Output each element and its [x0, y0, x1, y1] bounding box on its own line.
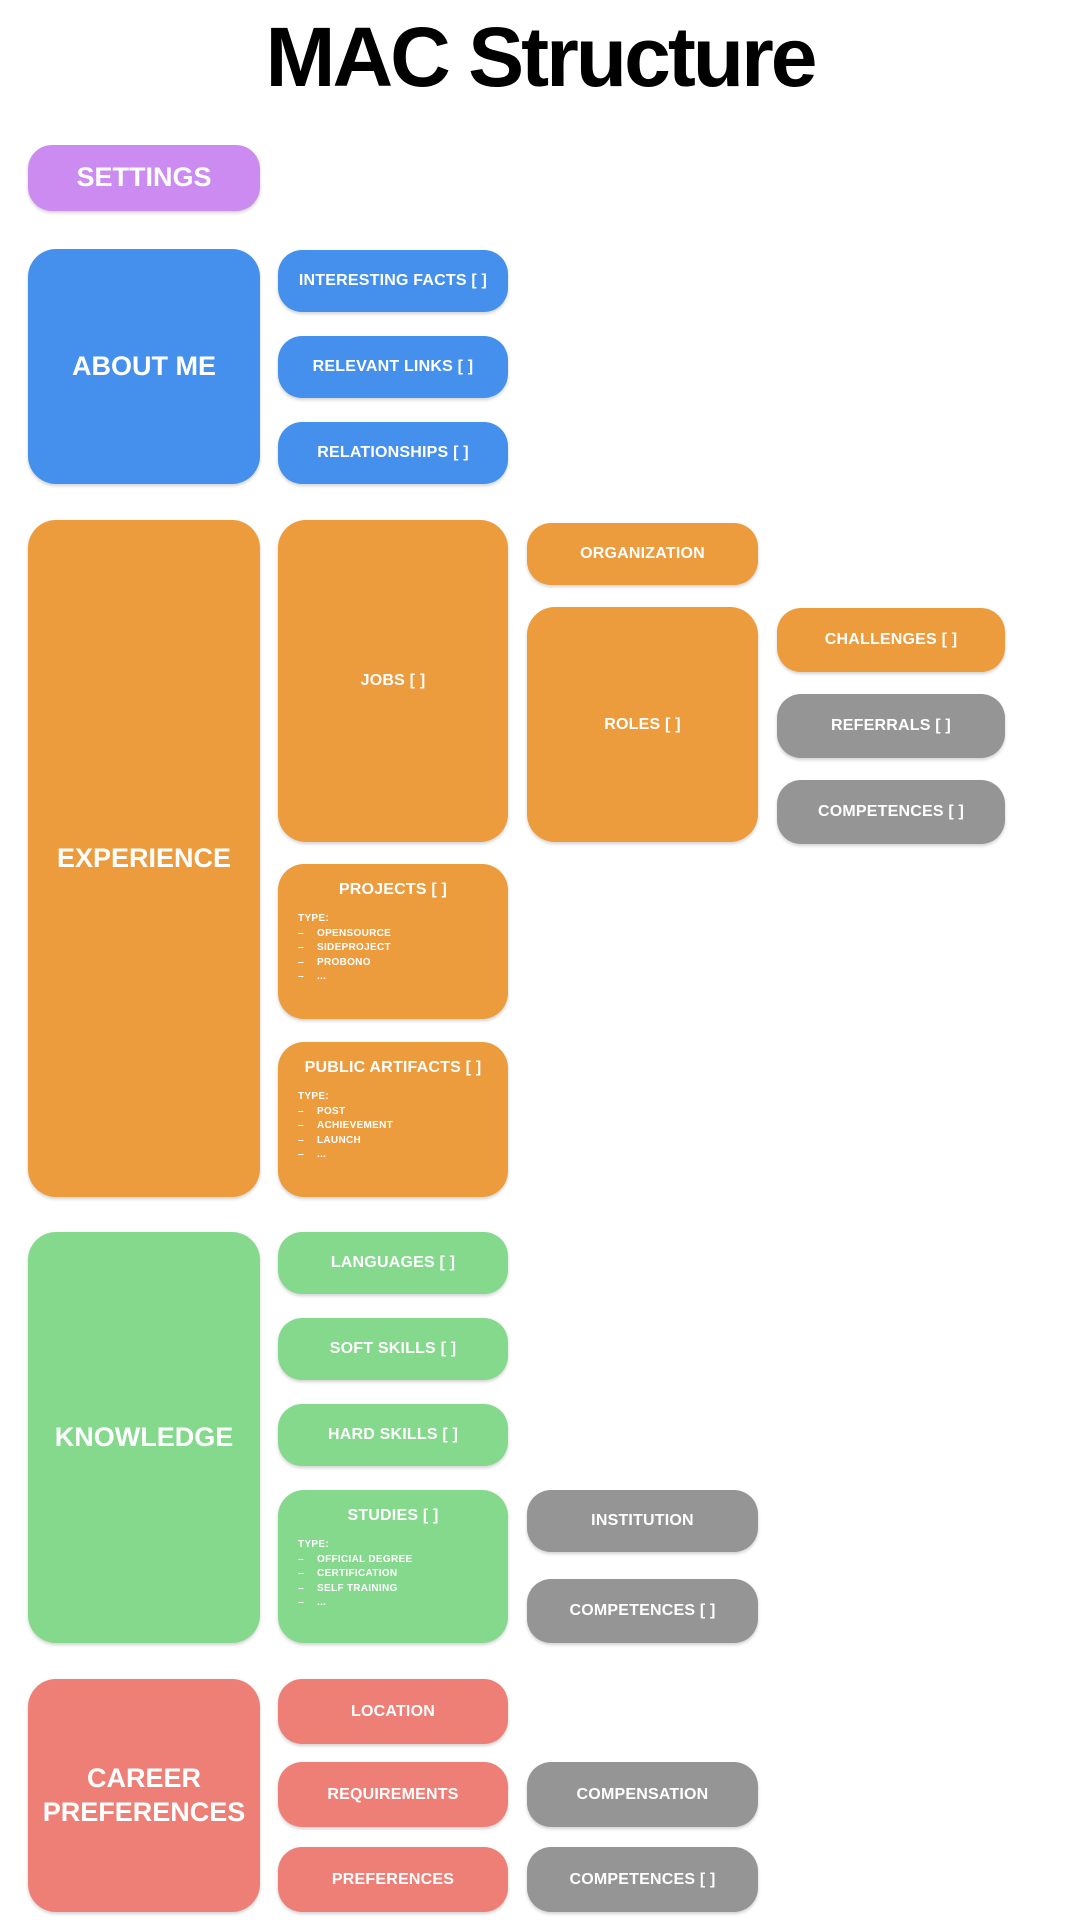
node-label: COMPENSATION — [576, 1785, 709, 1803]
node-knowledge[interactable]: KNOWLEDGE — [28, 1232, 260, 1643]
node-label: COMPETENCES [ ] — [817, 803, 965, 820]
node-label: EXPERIENCE — [56, 842, 232, 873]
node-label: JOBS [ ] — [360, 672, 426, 689]
node-about-me[interactable]: ABOUT ME — [28, 249, 260, 484]
type-item: – LAUNCH — [298, 1134, 494, 1149]
type-list: TYPE: – POST – ACHIEVEMENT – LAUNCH –... — [298, 1090, 494, 1163]
node-challenges[interactable]: CHALLENGES [ ] — [777, 608, 1005, 672]
type-item-label: CERTIFICATION — [317, 1568, 398, 1579]
node-label: COMPETENCES [ ] — [569, 1602, 716, 1619]
bullet-dash: – — [298, 1120, 304, 1131]
type-list-heading: TYPE: — [298, 1091, 329, 1102]
node-label: CAREER PREFERENCES — [42, 1762, 246, 1827]
node-label: INTERESTING FACTS [ ] — [298, 272, 488, 289]
node-label: SOFT SKILLS [ ] — [329, 1340, 457, 1357]
node-label: LANGUAGES [ ] — [330, 1254, 456, 1271]
type-item-label: ... — [317, 1149, 327, 1160]
bullet-dash: – — [298, 971, 304, 982]
node-career-preferences[interactable]: CAREER PREFERENCES — [28, 1679, 260, 1912]
node-label: ABOUT ME — [72, 350, 216, 381]
node-label: PREFERENCES — [331, 1870, 455, 1888]
type-item: – PROBONO — [298, 956, 494, 971]
node-relevant-links[interactable]: RELEVANT LINKS [ ] — [278, 336, 508, 398]
type-item-label: PROBONO — [317, 956, 371, 968]
bullet-dash: – — [298, 1134, 304, 1146]
node-interesting-facts[interactable]: INTERESTING FACTS [ ] — [278, 250, 508, 312]
node-preferences[interactable]: PREFERENCES — [278, 1847, 508, 1912]
node-label: LOCATION — [351, 1702, 435, 1720]
node-public-artifacts[interactable]: PUBLIC ARTIFACTS [ ] TYPE: – POST – ACHIEV… — [278, 1042, 508, 1197]
node-label: RELEVANT LINKS [ ] — [312, 358, 474, 375]
node-roles[interactable]: ROLES [ ] — [527, 607, 758, 842]
type-item-label: LAUNCH — [317, 1134, 362, 1146]
node-label: CHALLENGES [ ] — [824, 631, 958, 648]
type-list-heading: TYPE: — [298, 913, 329, 924]
type-item: – SELF TRAINING — [298, 1582, 494, 1597]
page-title: MAC Structure — [265, 10, 817, 104]
type-item-label: POST — [317, 1105, 346, 1117]
node-label: ROLES [ ] — [604, 715, 681, 733]
node-projects[interactable]: PROJECTS [ ] TYPE: – OPENSOURCE – SIDEPROJ… — [278, 864, 508, 1019]
node-referrals[interactable]: REFERRALS [ ] — [777, 694, 1005, 758]
type-list-heading: TYPE: — [298, 1539, 329, 1550]
node-jobs[interactable]: JOBS [ ] — [278, 520, 508, 842]
node-label: HARD SKILLS [ ] — [327, 1426, 459, 1443]
node-languages[interactable]: LANGUAGES [ ] — [278, 1232, 508, 1294]
node-competences-studies[interactable]: COMPETENCES [ ] — [527, 1579, 758, 1643]
bullet-dash: – — [298, 942, 304, 953]
type-item: – POST — [298, 1105, 494, 1120]
node-soft-skills[interactable]: SOFT SKILLS [ ] — [278, 1318, 508, 1380]
bullet-dash: – — [298, 1582, 304, 1594]
bullet-dash: – — [298, 1597, 304, 1608]
node-experience[interactable]: EXPERIENCE — [28, 520, 260, 1197]
node-organization[interactable]: ORGANIZATION — [527, 523, 758, 585]
node-studies[interactable]: STUDIES [ ] TYPE: – OFFICIAL DEGREE – CERT… — [278, 1490, 508, 1643]
node-label: PROJECTS [ ] — [338, 881, 448, 898]
node-settings[interactable]: SETTINGS — [28, 145, 260, 211]
bullet-dash: – — [298, 1553, 304, 1565]
type-item-label: ACHIEVEMENT — [317, 1120, 394, 1131]
node-hard-skills[interactable]: HARD SKILLS [ ] — [278, 1404, 508, 1466]
node-label: REFERRALS [ ] — [831, 717, 951, 734]
type-item-label: SELF TRAINING — [317, 1582, 398, 1594]
node-location[interactable]: LOCATION — [278, 1679, 508, 1744]
bullet-dash: – — [298, 956, 304, 968]
type-item-label: ... — [317, 971, 327, 982]
node-label: REQUIREMENTS — [327, 1785, 459, 1803]
node-competences-career[interactable]: COMPETENCES [ ] — [527, 1847, 758, 1912]
type-item: –... — [298, 970, 494, 985]
node-requirements[interactable]: REQUIREMENTS — [278, 1762, 508, 1827]
type-list: TYPE: – OFFICIAL DEGREE – CERTIFICATION – S… — [298, 1538, 494, 1611]
type-item-label: OFFICIAL DEGREE — [317, 1553, 413, 1565]
node-label: STUDIES [ ] — [347, 1507, 439, 1524]
node-competences-roles[interactable]: COMPETENCES [ ] — [777, 780, 1005, 844]
type-item: – SIDEPROJECT — [298, 941, 494, 956]
type-item-label: SIDEPROJECT — [317, 942, 391, 953]
node-compensation[interactable]: COMPENSATION — [527, 1762, 758, 1827]
node-label: COMPETENCES [ ] — [569, 1870, 716, 1888]
node-relationships[interactable]: RELATIONSHIPS [ ] — [278, 422, 508, 484]
type-item-label: ... — [317, 1597, 327, 1608]
type-item: – OFFICIAL DEGREE — [298, 1553, 494, 1568]
type-item-label: OPENSOURCE — [317, 927, 392, 939]
bullet-dash: – — [298, 927, 304, 939]
type-item: – CERTIFICATION — [298, 1567, 494, 1582]
node-label: PUBLIC ARTIFACTS [ ] — [304, 1059, 482, 1076]
type-item: – ACHIEVEMENT — [298, 1119, 494, 1134]
bullet-dash: – — [298, 1568, 304, 1579]
bullet-dash: – — [298, 1149, 304, 1160]
node-label: KNOWLEDGE — [54, 1421, 234, 1452]
node-label: SETTINGS — [76, 162, 212, 193]
type-item: –... — [298, 1148, 494, 1163]
node-label: RELATIONSHIPS [ ] — [317, 444, 469, 461]
type-item: –... — [298, 1596, 494, 1611]
node-label: INSTITUTION — [591, 1512, 694, 1529]
type-item: – OPENSOURCE — [298, 927, 494, 942]
node-institution[interactable]: INSTITUTION — [527, 1490, 758, 1552]
type-list: TYPE: –OPENSOURCE –SIDEPROJECT –PROBONO … — [298, 912, 494, 985]
bullet-dash: – — [298, 1105, 304, 1117]
node-label: ORGANIZATION — [580, 545, 705, 562]
